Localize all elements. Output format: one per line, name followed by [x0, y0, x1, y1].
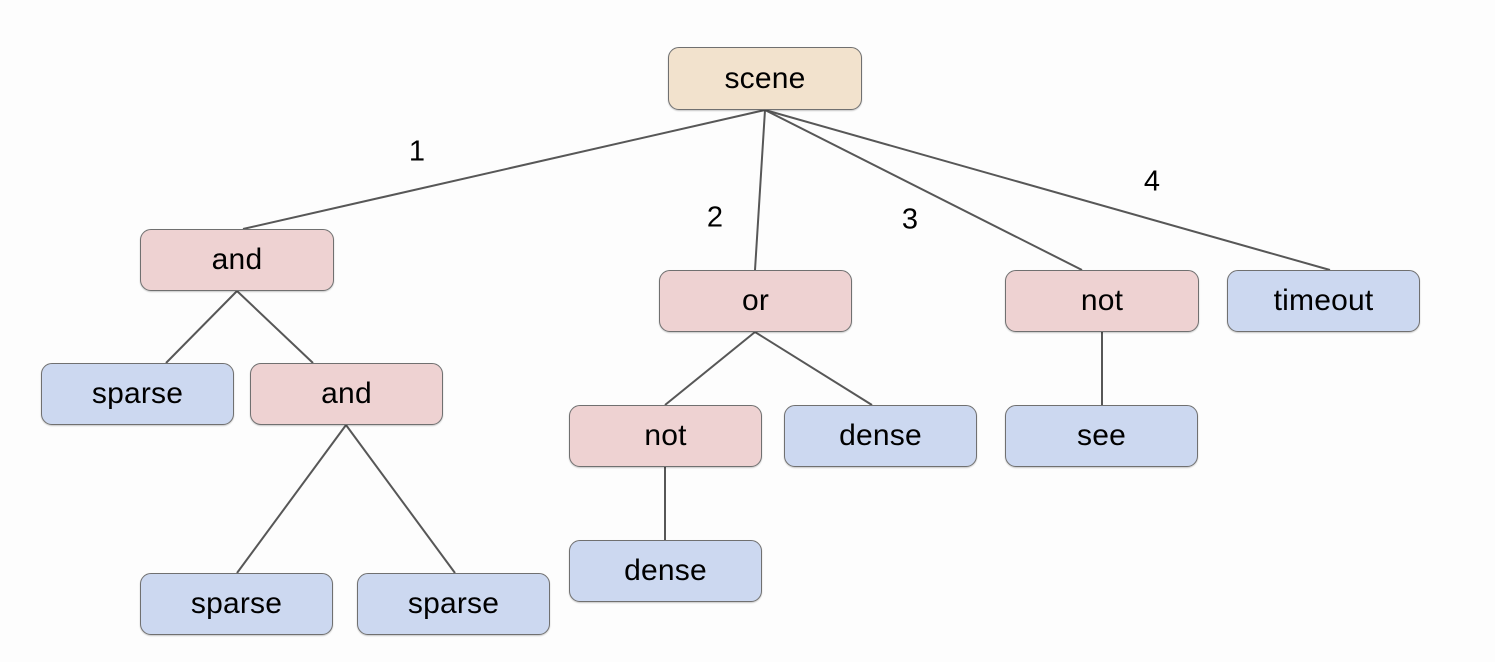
- tree-node-sparse1[interactable]: sparse: [41, 363, 234, 425]
- tree-edge: [236, 424, 347, 574]
- tree-node-or1[interactable]: or: [659, 270, 852, 332]
- edge-label: 2: [706, 201, 724, 234]
- tree-node-timeout[interactable]: timeout: [1227, 270, 1420, 332]
- tree-node-and2[interactable]: and: [250, 363, 443, 425]
- tree-node-scene[interactable]: scene: [668, 47, 862, 110]
- tree-edge: [165, 290, 238, 364]
- tree-node-and1[interactable]: and: [140, 229, 334, 291]
- tree-node-dense2[interactable]: dense: [569, 540, 762, 602]
- tree-edge: [242, 109, 766, 230]
- tree-node-sparse3[interactable]: sparse: [357, 573, 550, 635]
- tree-node-not2[interactable]: not: [569, 405, 762, 467]
- tree-node-not1[interactable]: not: [1005, 270, 1199, 332]
- tree-edge: [764, 109, 1331, 271]
- edge-label: 1: [408, 135, 426, 168]
- tree-edge: [754, 331, 873, 406]
- tree-node-sparse2[interactable]: sparse: [140, 573, 333, 635]
- tree-edge: [764, 109, 1083, 271]
- tree-edge: [754, 109, 766, 271]
- tree-node-see[interactable]: see: [1005, 405, 1198, 467]
- edge-label: 4: [1143, 165, 1161, 198]
- edge-label: 3: [901, 203, 919, 236]
- tree-edge: [236, 290, 314, 364]
- tree-node-dense1[interactable]: dense: [784, 405, 977, 467]
- tree-edge: [664, 331, 756, 406]
- tree-edge: [345, 424, 456, 574]
